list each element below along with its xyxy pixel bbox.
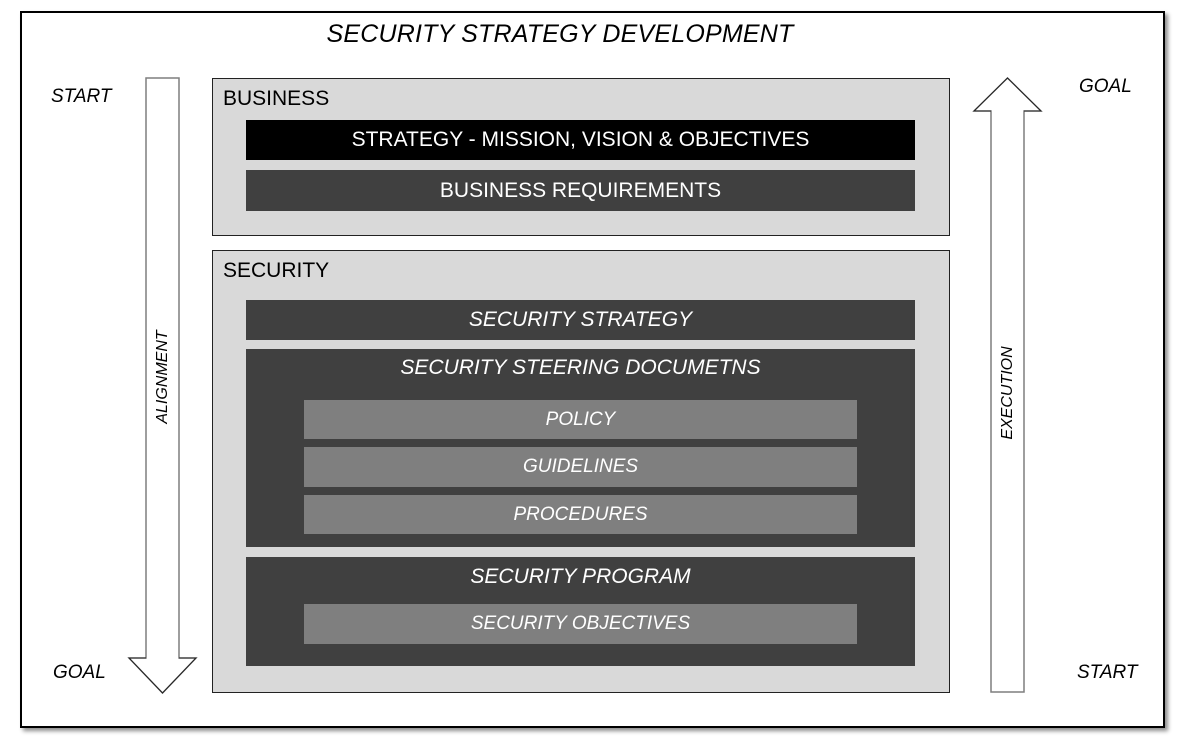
security-strategy-bar: SECURITY STRATEGY	[246, 300, 915, 340]
right-start-label: START	[1077, 662, 1138, 683]
business-section-label: BUSINESS	[223, 87, 330, 110]
guidelines-bar: GUIDELINES	[304, 447, 857, 487]
security-steering-documents-title: SECURITY STEERING DOCUMETNS	[400, 356, 761, 379]
alignment-label: ALIGNMENT	[154, 330, 171, 424]
policy-bar: POLICY	[304, 400, 857, 439]
diagram-title: SECURITY STRATEGY DEVELOPMENT	[326, 20, 794, 48]
execution-up-arrow-icon	[972, 76, 1043, 693]
left-start-label: START	[51, 86, 112, 107]
left-goal-label: GOAL	[53, 662, 106, 683]
security-objectives-bar: SECURITY OBJECTIVES	[304, 604, 857, 644]
alignment-down-arrow-icon	[127, 77, 198, 695]
execution-label: EXECUTION	[999, 346, 1016, 440]
security-section-label: SECURITY	[223, 259, 330, 282]
business-requirements-bar: BUSINESS REQUIREMENTS	[246, 170, 915, 211]
strategy-mission-vision-bar: STRATEGY - MISSION, VISION & OBJECTIVES	[246, 120, 915, 160]
security-program-title: SECURITY PROGRAM	[470, 565, 691, 588]
right-goal-label: GOAL	[1079, 76, 1132, 97]
procedures-bar: PROCEDURES	[304, 495, 857, 534]
